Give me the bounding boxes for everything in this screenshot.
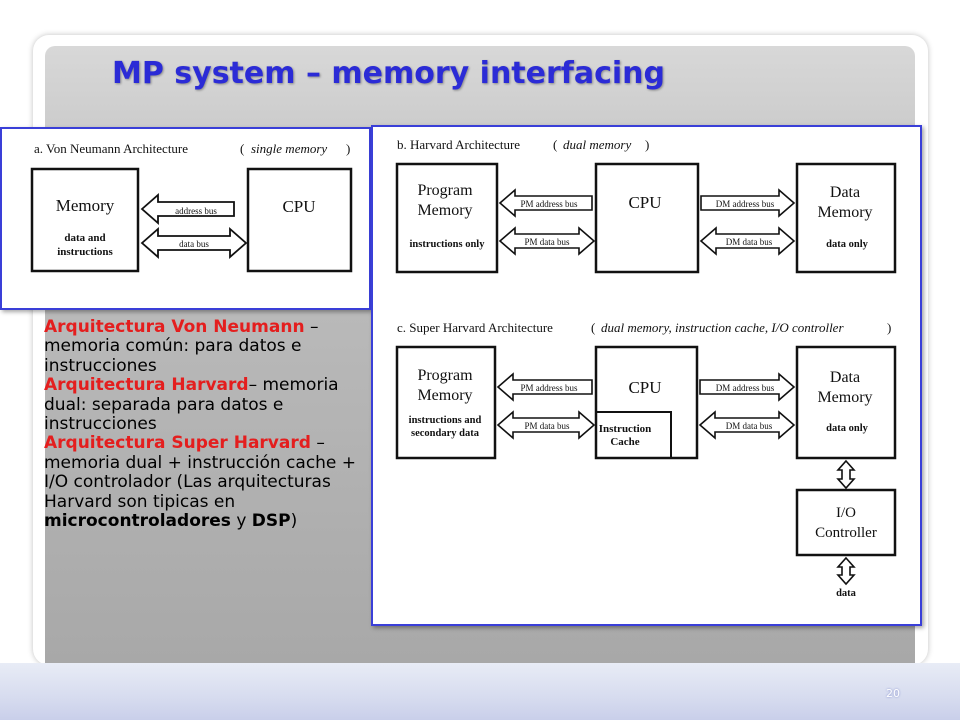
c-cache-box	[595, 411, 672, 459]
caption-a-italic: single memory	[251, 141, 327, 156]
cpu-box	[246, 167, 353, 273]
term-von-neumann: Arquitectura Von Neumann	[44, 317, 305, 337]
data-bus-label: data bus	[179, 239, 209, 249]
b-pm-address-label: PM address bus	[520, 199, 577, 209]
desc-close-paren: )	[290, 511, 298, 532]
c-cache-2: Cache	[610, 436, 639, 448]
page-number: 20	[886, 687, 900, 700]
b-pm-data-arrow	[498, 226, 596, 256]
caption-c-paren-close: )	[887, 320, 891, 335]
c-program-memory-2: Memory	[417, 387, 472, 404]
harvard-svg: b. Harvard Architecture ( dual memory ) …	[395, 137, 897, 599]
c-io-1: I/O	[836, 505, 856, 521]
term-microcontroladores: microcontroladores	[44, 511, 231, 532]
b-dm-address-arrow	[700, 188, 796, 218]
c-data-memory-1: Data	[830, 369, 860, 386]
harvard-diagram: b. Harvard Architecture ( dual memory ) …	[371, 125, 922, 626]
c-pm-address-arrow	[496, 372, 593, 402]
desc-von-neumann: – memoria común: para datos e instruccio…	[44, 317, 319, 376]
caption-c-italic: dual memory, instruction cache, I/O cont…	[601, 320, 844, 335]
memory-title: Memory	[56, 196, 115, 215]
c-dm-data-label: DM data bus	[726, 421, 773, 431]
c-cpu-label: CPU	[628, 378, 661, 397]
b-program-sub: instructions only	[410, 239, 486, 250]
caption-a-label: a. Von Neumann Architecture	[34, 141, 188, 156]
c-pm-data-label: PM data bus	[525, 421, 570, 431]
term-super-harvard: Arquitectura Super Harvard	[44, 433, 311, 454]
term-dsp: DSP	[251, 511, 291, 532]
caption-b-paren-close: )	[645, 137, 649, 152]
b-data-sub: data only	[826, 239, 868, 250]
c-io-data-label: data	[836, 588, 857, 599]
c-data-memory-box	[795, 345, 897, 460]
paragraph-super-harvard: Arquitectura Super Harvard – memoria dua…	[44, 434, 368, 531]
c-data-memory-2: Memory	[817, 389, 872, 406]
c-dm-address-arrow	[699, 372, 796, 402]
b-data-memory-1: Data	[830, 184, 860, 201]
c-pm-address-label: PM address bus	[520, 383, 577, 393]
c-dm-io-arrow	[836, 459, 856, 490]
c-cache-1: Instruction	[599, 423, 652, 435]
address-bus-label: address bus	[175, 206, 217, 216]
caption-b-label: b. Harvard Architecture	[397, 137, 520, 152]
von-neumann-svg: a. Von Neumann Architecture ( single mem…	[30, 141, 353, 273]
b-dm-data-arrow	[699, 226, 796, 256]
c-io-2: Controller	[815, 525, 877, 541]
b-program-memory-1: Program	[417, 182, 473, 199]
slide-title: MP system – memory interfacing	[112, 56, 665, 91]
memory-sub2: instructions	[57, 246, 113, 258]
desc-conjunction: y	[230, 511, 252, 532]
b-program-memory-2: Memory	[417, 202, 472, 219]
caption-c-paren-open: (	[591, 320, 595, 335]
b-data-memory-2: Memory	[817, 204, 872, 221]
paragraph-harvard: Arquitectura Harvard– memoria dual: sepa…	[44, 376, 368, 434]
memory-box	[30, 167, 140, 273]
footer-band	[0, 663, 960, 720]
c-program-memory-box	[395, 345, 497, 460]
b-dm-address-label: DM address bus	[716, 199, 775, 209]
c-dm-address-label: DM address bus	[716, 383, 775, 393]
b-cpu-label: CPU	[628, 193, 661, 212]
caption-c-label: c. Super Harvard Architecture	[397, 320, 553, 335]
memory-sub1: data and	[64, 232, 105, 244]
caption-a-paren-open: (	[240, 141, 244, 156]
c-pm-data-arrow	[496, 410, 596, 440]
b-dm-data-label: DM data bus	[726, 237, 773, 247]
c-io-data-arrow	[836, 556, 856, 586]
c-io-box	[795, 488, 897, 557]
c-program-sub1: instructions and	[409, 415, 482, 426]
b-data-memory-box	[795, 162, 897, 274]
c-program-memory-1: Program	[417, 367, 473, 384]
cpu-label: CPU	[282, 197, 315, 216]
b-pm-address-arrow	[498, 188, 593, 218]
b-program-memory-box	[395, 162, 499, 274]
caption-b-paren-open: (	[553, 137, 557, 152]
caption-b-italic: dual memory	[563, 137, 631, 152]
b-cpu-box	[594, 162, 700, 274]
c-data-sub: data only	[826, 423, 868, 434]
address-bus-arrow	[140, 193, 235, 225]
c-dm-data-arrow	[698, 410, 796, 440]
paragraph-von-neumann: Arquitectura Von Neumann – memoria común…	[44, 317, 368, 376]
b-pm-data-label: PM data bus	[525, 237, 570, 247]
term-harvard: Arquitectura Harvard	[44, 375, 249, 396]
von-neumann-diagram: a. Von Neumann Architecture ( single mem…	[0, 127, 371, 310]
desc-super-harvard: – memoria dual + instrucción cache + I/O…	[44, 433, 357, 512]
data-bus-arrow	[140, 227, 248, 259]
c-program-sub2: secondary data	[411, 428, 480, 439]
desc-harvard: – memoria dual: separada para datos e in…	[44, 375, 339, 435]
description-text: Arquitectura Von Neumann – memoria común…	[44, 317, 368, 531]
caption-a-paren-close: )	[346, 141, 350, 156]
